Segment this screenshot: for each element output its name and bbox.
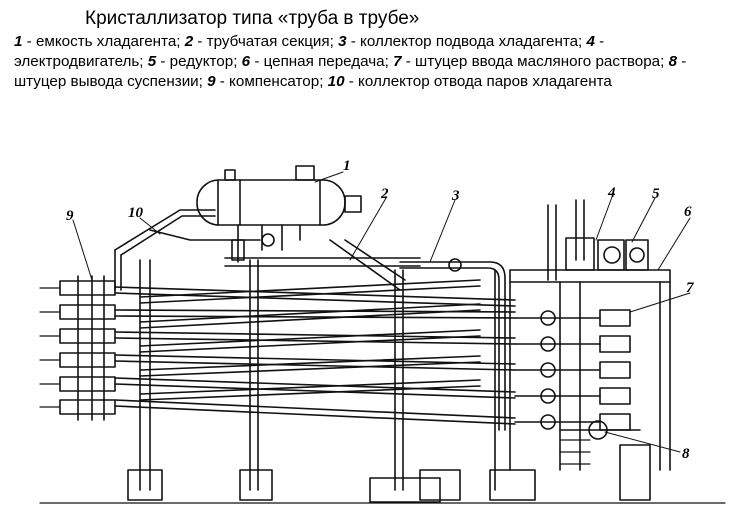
- support-frame: [127, 239, 651, 503]
- legend-item-1: 1 - емкость хладагента;: [14, 33, 185, 50]
- refrigerant-tank: [196, 165, 362, 263]
- figure-title: Кристаллизатор типа «труба в трубе»: [85, 8, 420, 29]
- legend-item-5: 5 - редуктор;: [147, 53, 242, 70]
- legend-item-2: 2 - трубчатая секция;: [184, 33, 339, 50]
- legend-item-6: 6 - цепная передача;: [241, 53, 394, 70]
- leader-lines: [72, 171, 691, 453]
- callout-10: 10: [128, 205, 144, 221]
- legend-item-7: 7 - штуцер ввода масляного раствора;: [393, 53, 669, 70]
- callout-9: 9: [66, 208, 74, 224]
- callout-8: 8: [682, 446, 690, 462]
- tubular-section: [114, 279, 516, 425]
- legend-item-4: 4 - электродвигатель;: [14, 33, 605, 70]
- right-end-block: [509, 199, 671, 471]
- figure-legend: 1 - емкость хладагента; 2 - трубчатая се…: [14, 32, 729, 92]
- callout-3: 3: [451, 188, 460, 204]
- legend-item-8: 8 - штуцер вывода суспензии;: [14, 53, 687, 90]
- compensator: [39, 275, 116, 421]
- callout-1: 1: [343, 158, 351, 174]
- callout-7: 7: [686, 280, 694, 296]
- callout-5: 5: [652, 186, 660, 202]
- legend-item-3: 3 - коллектор подвода хладагента;: [338, 33, 587, 50]
- legend-item-9: 9 - компенсатор;: [207, 73, 328, 90]
- callout-2: 2: [380, 186, 389, 202]
- callout-4: 4: [607, 185, 616, 201]
- callout-6: 6: [684, 204, 692, 220]
- legend-item-10: 10 - коллектор отвода паров хладагента: [327, 73, 612, 90]
- supply-collector: [399, 258, 506, 431]
